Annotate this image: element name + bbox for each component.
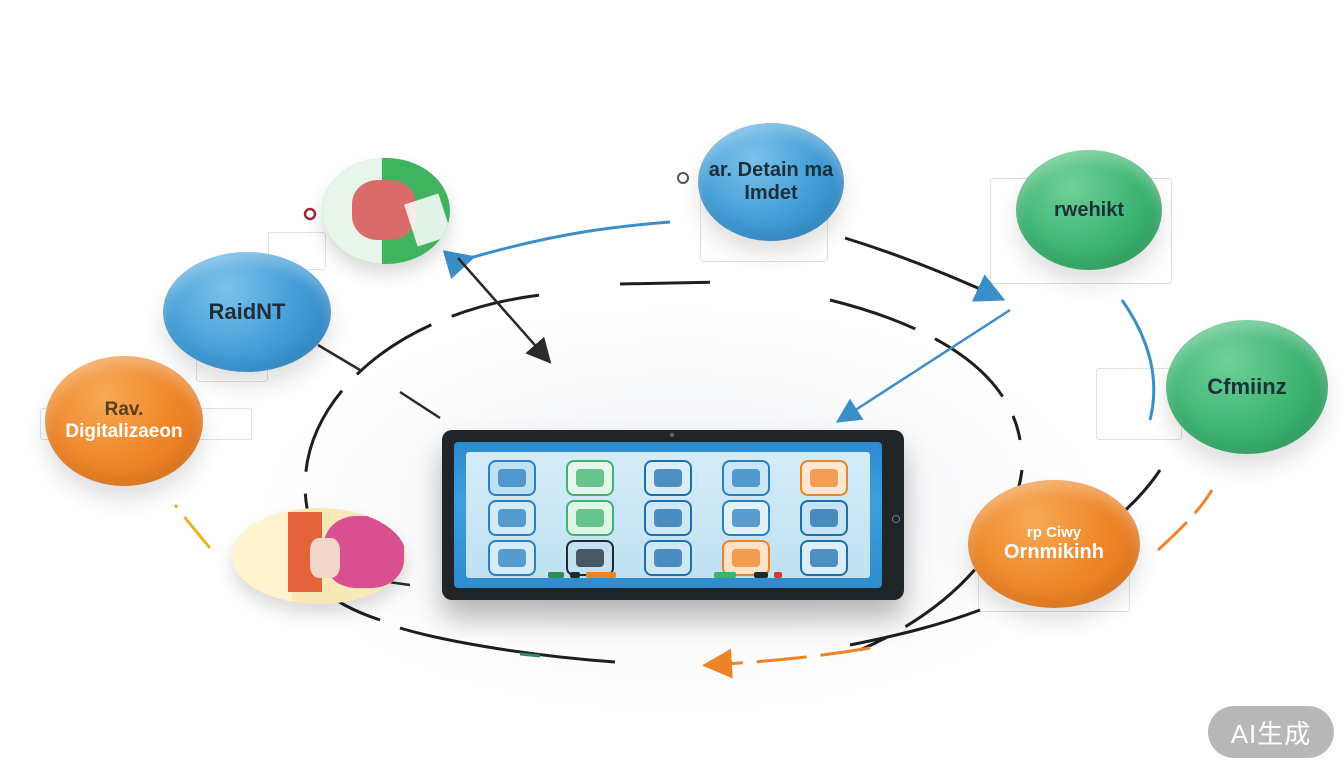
outer-arc-bottom-orange: [702, 646, 871, 679]
arrow-right-to-center: [835, 308, 1011, 423]
app-glyph: [654, 509, 682, 527]
outer-arc-right-lower: [1120, 299, 1156, 421]
app-glyph: [810, 549, 838, 567]
dock-item[interactable]: [570, 572, 580, 578]
node-label-line: Cfmiinz: [1207, 374, 1287, 400]
app-glyph: [576, 549, 604, 567]
app-glyph: [732, 509, 760, 527]
app-icon[interactable]: [644, 540, 692, 576]
tablet-screen: [454, 442, 882, 588]
camera-dot: [670, 433, 674, 437]
app-icon[interactable]: [566, 460, 614, 496]
app-glyph: [576, 469, 604, 487]
app-icon[interactable]: [800, 540, 848, 576]
app-glyph: [498, 509, 526, 527]
node-raidnt[interactable]: RaidNT: [163, 252, 331, 372]
node-photo-bottom[interactable]: [232, 508, 406, 604]
app-icon[interactable]: [644, 500, 692, 536]
node-label-line: rwehikt: [1053, 198, 1125, 221]
photo-panel: [232, 508, 292, 604]
dock-item[interactable]: [754, 572, 768, 578]
accent-tick: [519, 652, 541, 658]
node-label-line: Imdet: [744, 182, 798, 204]
node-rwehikt[interactable]: rwehikt: [1016, 150, 1162, 270]
app-icon[interactable]: [566, 500, 614, 536]
app-glyph: [654, 549, 682, 567]
node-label-line: Rav.: [104, 399, 144, 421]
app-icon[interactable]: [722, 540, 770, 576]
app-icon[interactable]: [488, 460, 536, 496]
app-icon[interactable]: [722, 500, 770, 536]
dock-item[interactable]: [586, 572, 616, 578]
app-icon[interactable]: [722, 460, 770, 496]
arrow-left-to-center: [399, 390, 441, 420]
app-icon[interactable]: [488, 500, 536, 536]
arrow-photo-to-center: [457, 257, 552, 364]
outer-arc-right-orange: [1156, 489, 1214, 552]
outer-arc-top: [442, 220, 671, 280]
node-ornmikinh[interactable]: rp Ciwy Ornmikinh: [968, 480, 1140, 608]
dock-item[interactable]: [774, 572, 782, 578]
tablet-device[interactable]: [442, 430, 904, 600]
app-glyph: [732, 469, 760, 487]
outer-arc-left-orange: [173, 504, 212, 549]
dock-item[interactable]: [714, 572, 736, 578]
node-cfmiinz[interactable]: Cfmiinz: [1166, 320, 1328, 454]
app-glyph: [732, 549, 760, 567]
node-label-line: rp Ciwy: [1026, 523, 1082, 541]
photo-hand: [310, 538, 340, 578]
node-label-line: RaidNT: [208, 299, 286, 325]
app-glyph: [810, 469, 838, 487]
app-icon[interactable]: [488, 540, 536, 576]
ai-generated-watermark: AI生成: [1208, 706, 1334, 758]
app-icon[interactable]: [644, 460, 692, 496]
node-label-line: Ornmikinh: [1003, 541, 1104, 564]
app-glyph: [810, 509, 838, 527]
outer-arc-right: [844, 236, 1006, 302]
app-glyph: [576, 509, 604, 527]
dock-item[interactable]: [548, 572, 564, 578]
node-ai-detail-market[interactable]: ar. Detain ma Imdet: [698, 123, 844, 241]
outer-arc-bottom-left: [324, 590, 616, 664]
connector-dot: [677, 172, 689, 184]
app-icon[interactable]: [566, 540, 614, 576]
node-label-line: ar. Detain ma: [708, 159, 834, 181]
node-label-line: Digitalizaeon: [65, 421, 183, 442]
arrow-raidnt-to-center: [317, 343, 361, 372]
app-grid: [466, 452, 870, 578]
app-glyph: [498, 469, 526, 487]
node-rav-digitalization[interactable]: Rav. Digitalizaeon: [45, 356, 203, 486]
app-glyph: [498, 549, 526, 567]
connector-dot: [303, 207, 317, 221]
outer-arc-bottom: [849, 608, 981, 647]
node-photo-top[interactable]: [322, 158, 450, 264]
home-button[interactable]: [892, 515, 900, 523]
inner-ring: [303, 280, 1024, 652]
app-icon[interactable]: [800, 460, 848, 496]
app-icon[interactable]: [800, 500, 848, 536]
app-glyph: [654, 469, 682, 487]
tablet-dock: [454, 572, 882, 582]
